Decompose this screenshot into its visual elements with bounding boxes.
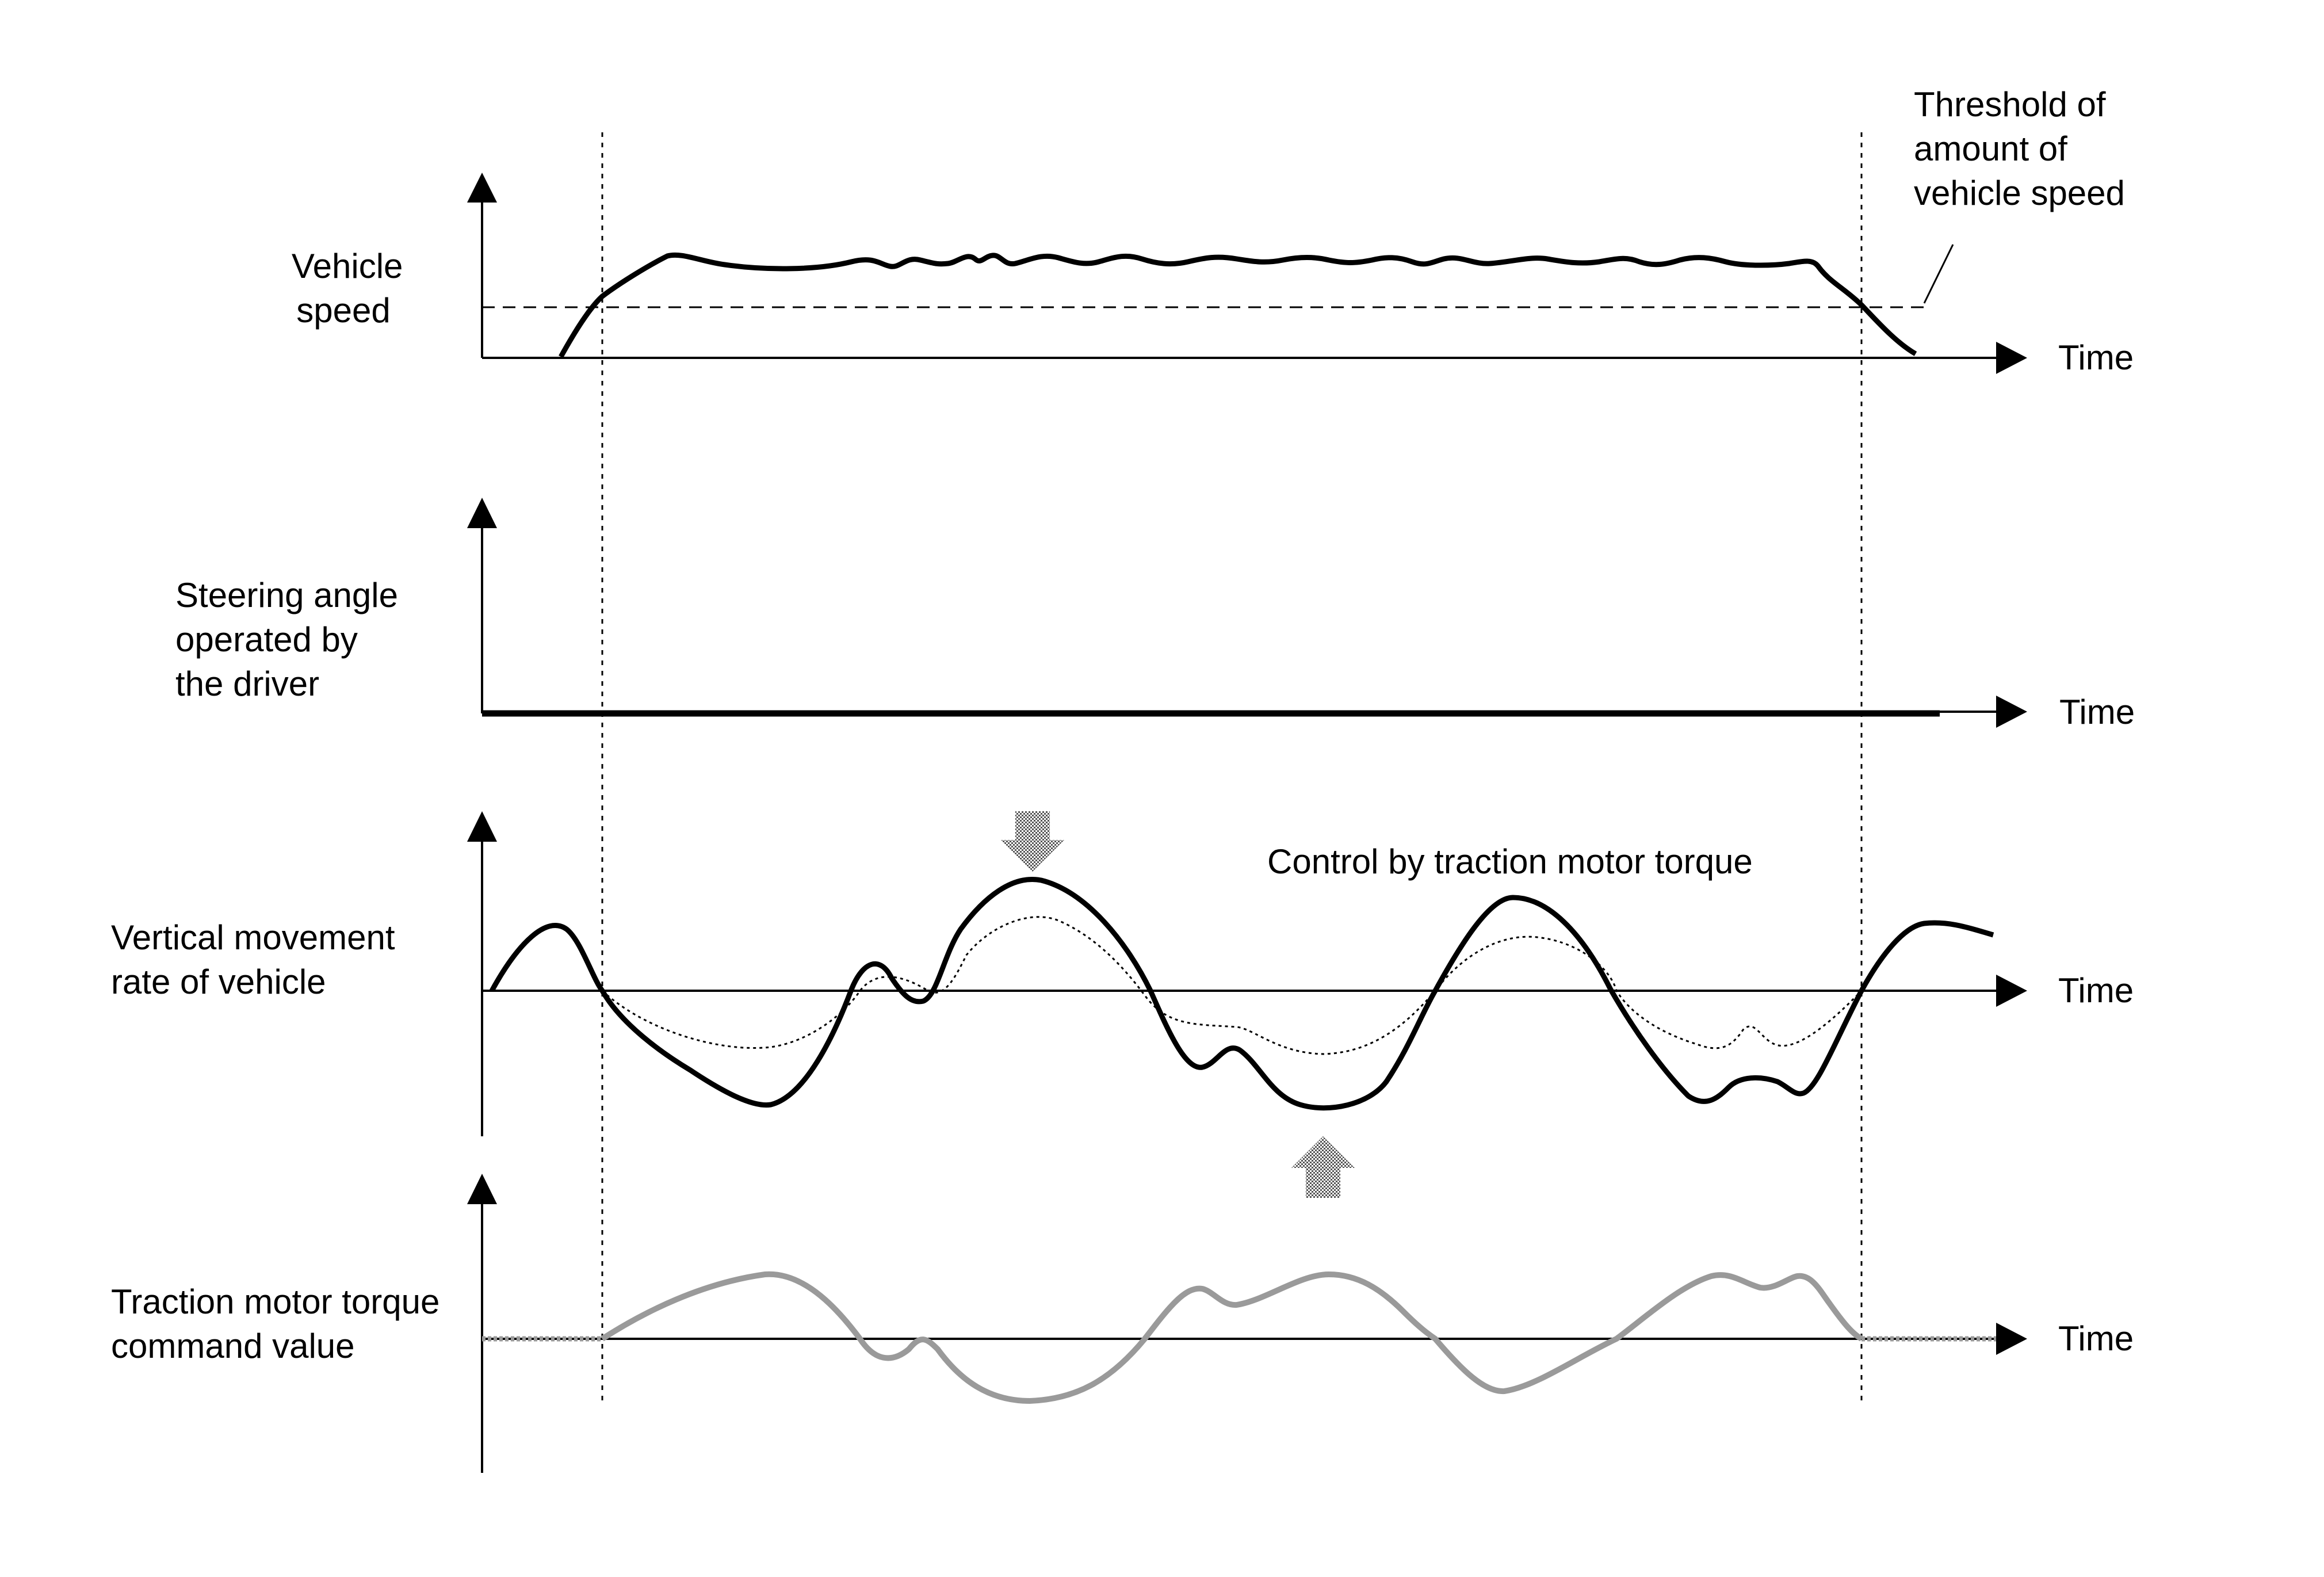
- vehicle-speed-curve: [559, 252, 1917, 358]
- torque-command-panel: Traction motor torque command value Time: [111, 1174, 2134, 1473]
- speed-y-axis-arrow: [467, 173, 497, 203]
- steering-angle-panel: Steering angle operated by the driver Ti…: [175, 498, 2135, 731]
- steering-y-axis-arrow: [467, 498, 497, 528]
- vertical-y-axis-arrow: [467, 811, 497, 842]
- vertical-movement-curve: [490, 877, 1994, 1111]
- vertical-time-label: Time: [2058, 971, 2134, 1010]
- threshold-label: Threshold of amount of vehicle speed: [1914, 85, 2125, 212]
- torque-time-axis-arrow: [1996, 1323, 2027, 1355]
- speed-y-label: Vehicle speed: [292, 247, 412, 330]
- vehicle-speed-panel: Vehicle speed Time Threshold of amount o…: [292, 85, 2134, 377]
- control-annotation: Control by traction motor torque: [1267, 842, 1753, 881]
- speed-time-axis-arrow: [1996, 342, 2027, 374]
- vertical-movement-panel: Vertical movement rate of vehicle Contro…: [111, 811, 2134, 1198]
- steering-y-label: Steering angle operated by the driver: [175, 576, 408, 703]
- torque-time-label: Time: [2058, 1319, 2134, 1358]
- torque-y-axis-arrow: [467, 1174, 497, 1204]
- vertical-time-axis-arrow: [1996, 975, 2027, 1007]
- control-down-arrow: [1001, 811, 1064, 872]
- steering-time-axis-arrow: [1996, 696, 2027, 728]
- torque-command-curve: [601, 1271, 1863, 1404]
- vertical-y-label: Vertical movement rate of vehicle: [111, 918, 404, 1001]
- steering-time-label: Time: [2059, 693, 2135, 731]
- speed-time-label: Time: [2058, 338, 2134, 377]
- torque-y-label: Traction motor torque command value: [111, 1282, 449, 1365]
- controlled-movement-curve: [601, 916, 1863, 1055]
- control-up-arrow: [1291, 1136, 1355, 1198]
- threshold-leader-line: [1923, 244, 1954, 304]
